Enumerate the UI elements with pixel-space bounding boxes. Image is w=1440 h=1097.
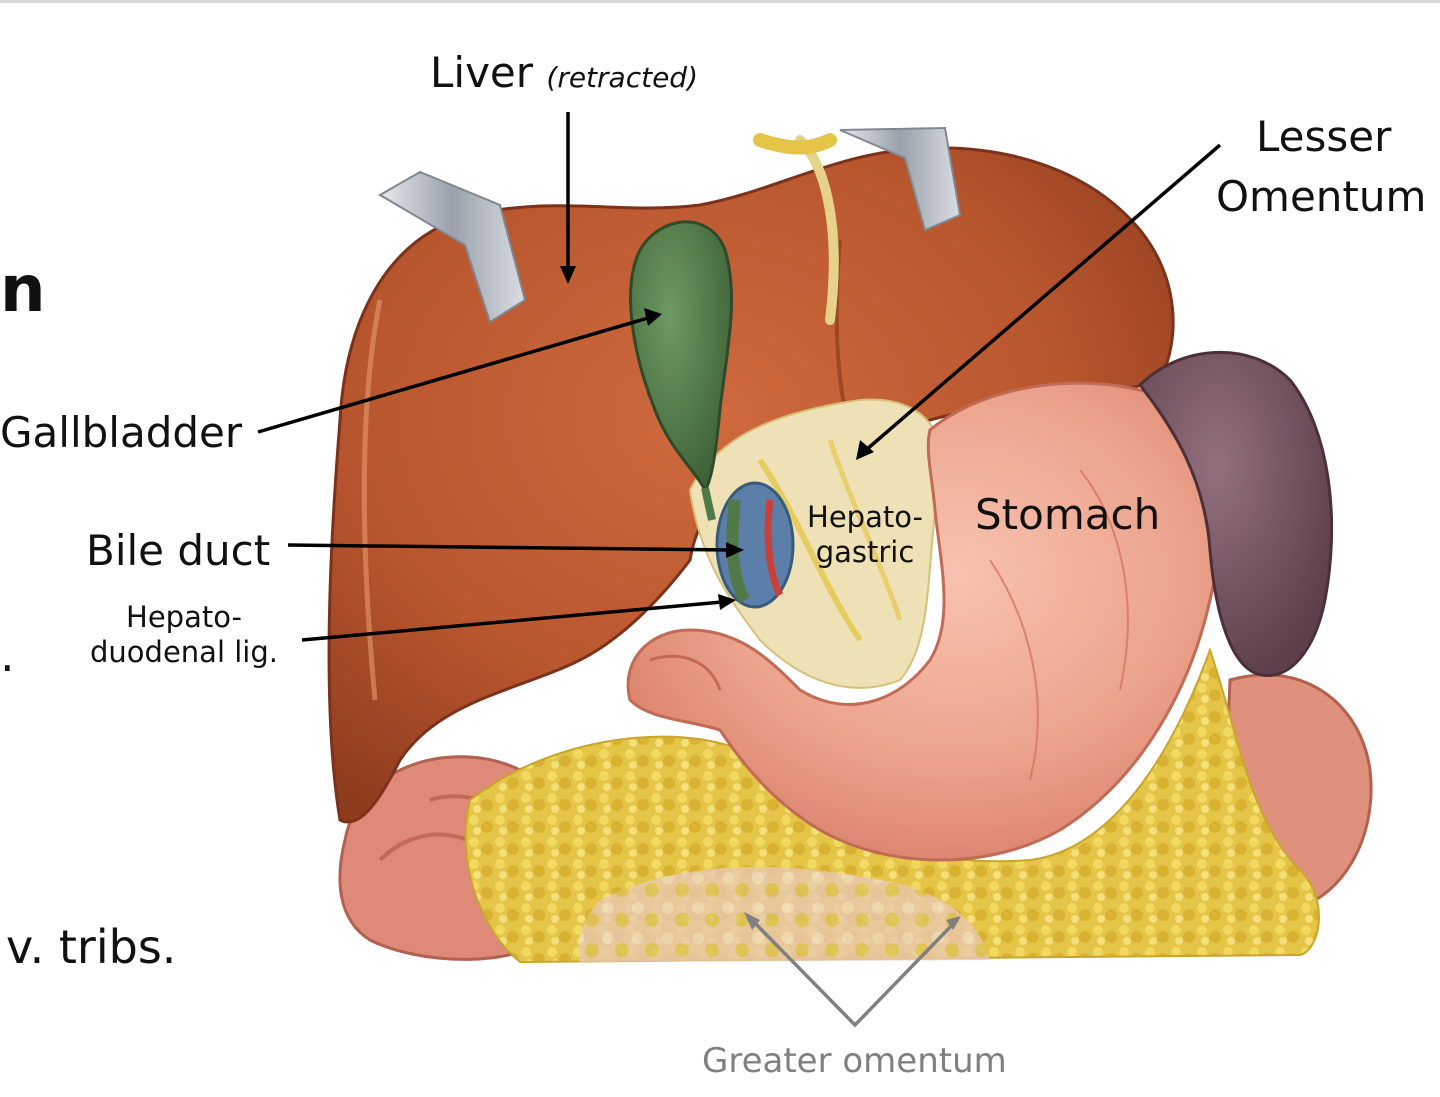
gallbladder [629, 220, 733, 493]
hepatogastric-ligament [688, 398, 943, 689]
slide-fragment-n: n [0, 253, 46, 327]
label-greater-omentum: Greater omentum [702, 1041, 1007, 1081]
label-lesser-line1: Lesser [1256, 112, 1392, 161]
portal-triad [715, 481, 795, 609]
label-hepatoduodenal-line1: Hepato- [126, 600, 242, 634]
label-gallbladder: Gallbladder [0, 408, 243, 457]
label-hepatoduodenal-line2: duodenal lig. [90, 634, 278, 669]
label-hepatogastric-line1: Hepato- [807, 500, 923, 534]
label-hepatoduodenal: Hepato- duodenal lig. [86, 600, 282, 670]
label-stomach: Stomach [975, 490, 1161, 539]
label-hepatogastric: Hepato- gastric [800, 500, 930, 570]
label-liver: Liver (retracted) [430, 52, 698, 94]
omentum-pale-region [578, 866, 990, 962]
spleen [1138, 351, 1334, 678]
leader-lines [257, 112, 1222, 642]
top-border-line [0, 0, 1440, 3]
slide-fragment-tribs: v. tribs. [6, 920, 177, 974]
retractor-left [378, 170, 527, 324]
label-lesser-line2: Omentum [1216, 172, 1427, 221]
slide-fragment-dot: . [0, 628, 15, 682]
label-hepatogastric-line2: gastric [815, 534, 915, 569]
label-liver-note: (retracted) [546, 61, 698, 94]
label-liver-text: Liver [430, 48, 534, 97]
retractor-right [839, 126, 962, 232]
greater-omentum-leaders [744, 912, 961, 1028]
label-bile-duct: Bile duct [86, 526, 271, 575]
